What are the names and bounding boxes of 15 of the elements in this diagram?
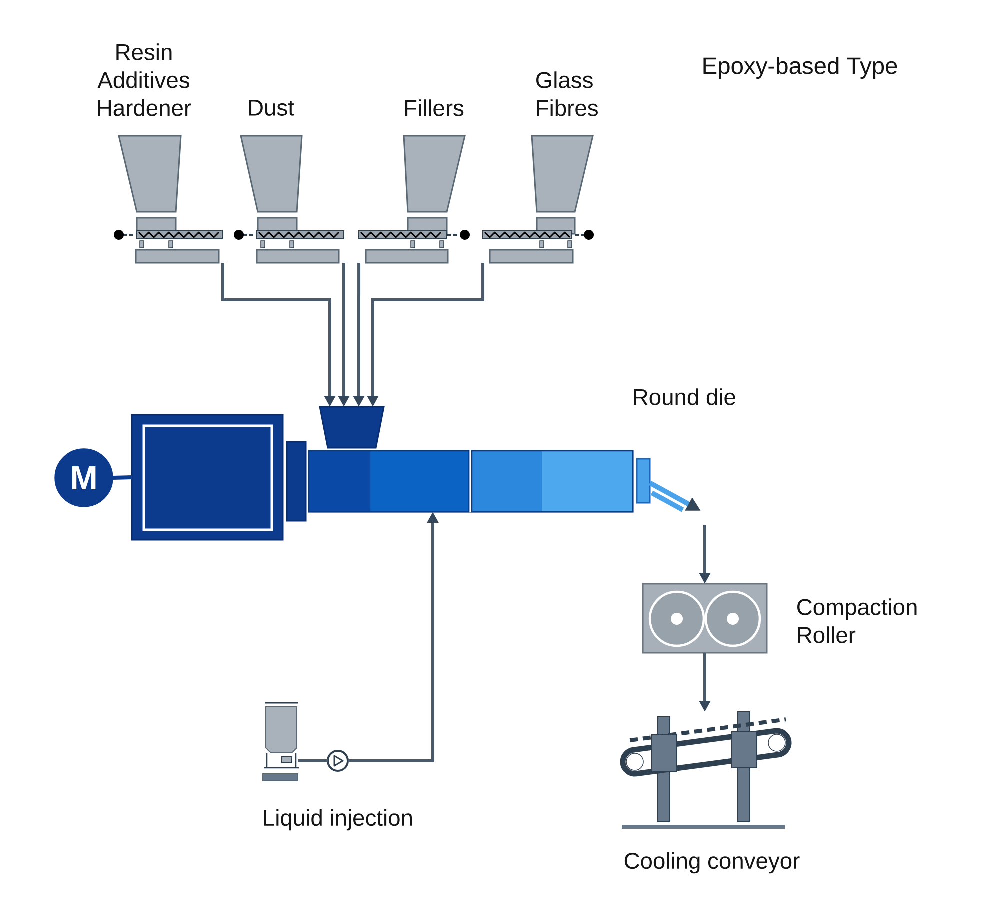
extruder-barrel [308,450,634,513]
pump-symbol [327,750,349,772]
label: Liquid injection [264,809,412,831]
label: Dust [249,100,294,116]
connector-line [112,476,132,480]
label: Glass Fibres [536,72,598,116]
connector-line [298,760,328,762]
title: Epoxy-based Type [704,56,898,80]
label: Resin Additives Hardener [98,44,192,116]
gearbox-block [131,414,307,541]
label: Fillers [405,100,464,116]
label: Round die [634,388,736,406]
label: Compaction Roller [798,598,917,644]
feed-hopper [319,406,385,449]
label: Cooling conveyor [624,852,800,874]
